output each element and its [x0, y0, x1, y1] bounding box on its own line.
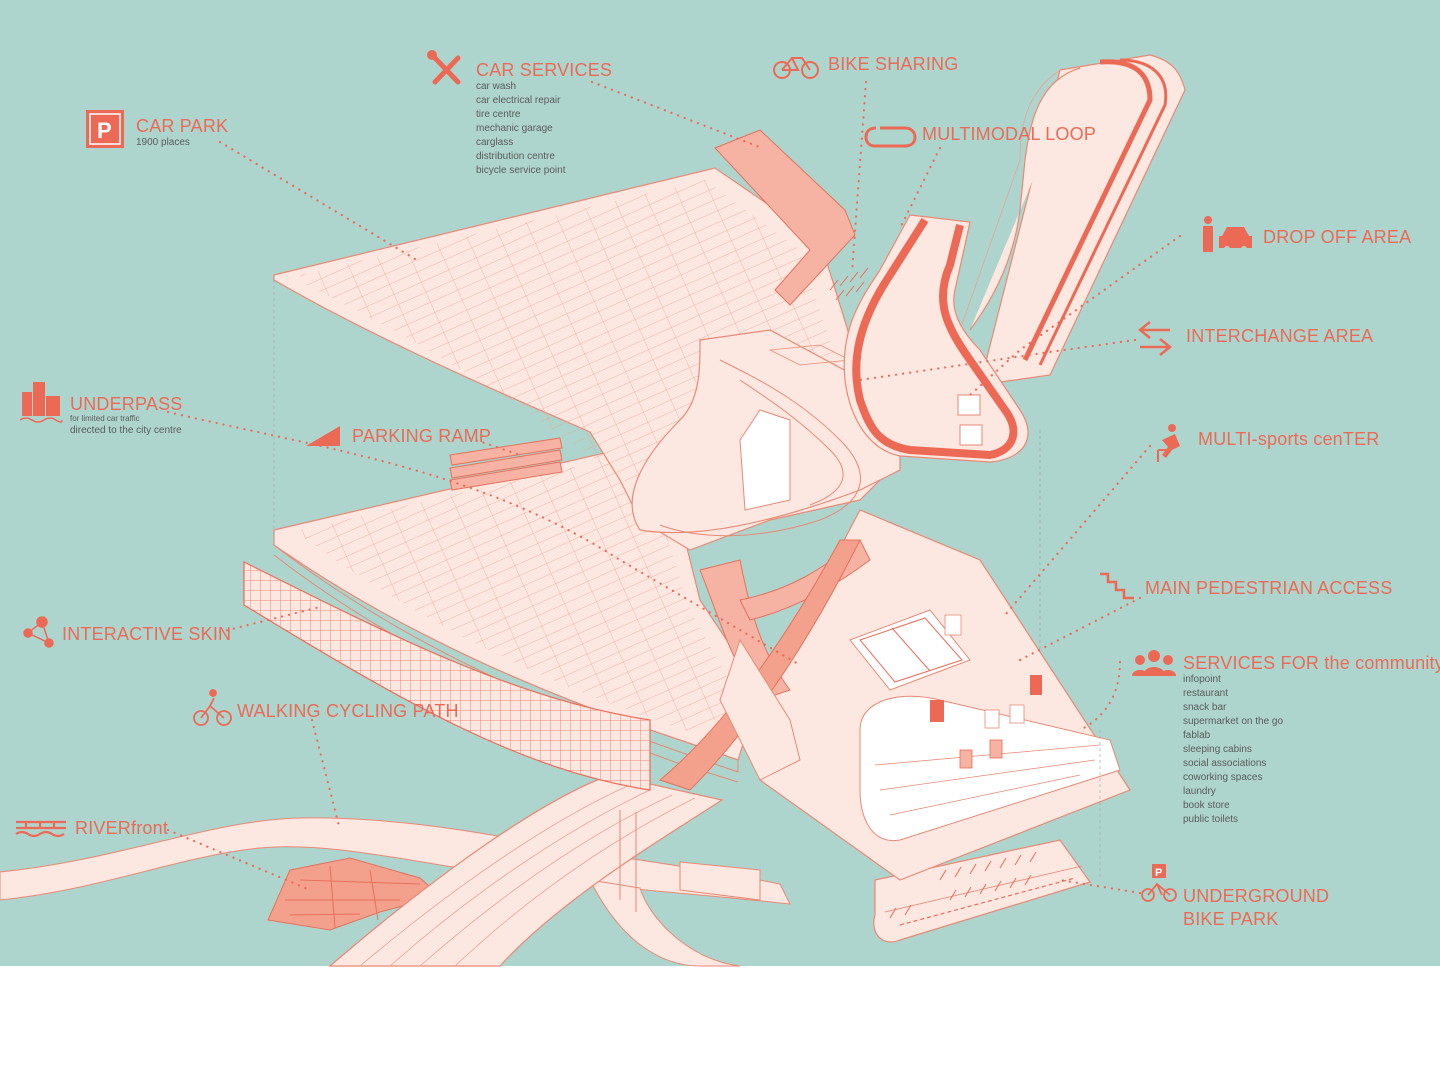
services-community-title: SERVICES FOR the community [1183, 653, 1440, 673]
bike-parking-icon: P [1141, 864, 1177, 902]
underpass-sub2: directed to the city centre [70, 425, 182, 436]
svg-text:P: P [1155, 867, 1162, 879]
label-services-community: SERVICES FOR the community infopoint res… [1183, 653, 1440, 827]
lower-bridge [679, 861, 761, 901]
bicycle-icon [773, 57, 819, 79]
people-group-icon [1132, 650, 1176, 676]
loop-arrows-icon [864, 126, 917, 148]
label-car-park: CAR PARK 1900 places [136, 116, 228, 150]
multimodal-loop-title: MULTIMODAL LOOP [922, 124, 1097, 144]
interchange-title: INTERCHANGE AREA [1186, 326, 1374, 346]
car-services-item: distribution centre [476, 151, 555, 162]
drop-off-box-2 [959, 424, 983, 446]
services-item: restaurant [1183, 688, 1229, 699]
label-car-services: CAR SERVICES car wash car electrical rep… [476, 60, 612, 178]
label-riverfront: RIVERfront [75, 818, 168, 838]
leader-multisports [1003, 444, 1152, 617]
interactive-skin-title: INTERACTIVE SKIN [62, 624, 232, 644]
leader-interactive-skin [218, 605, 322, 634]
car-services-item: tire centre [476, 109, 521, 120]
city-buildings-icon [19, 382, 63, 423]
community-platform [759, 509, 1131, 881]
label-walking-cycling: WALKING CYCLING PATH [237, 701, 459, 721]
ramp-triangle-icon [306, 426, 340, 446]
interactive-skin-facade [243, 561, 651, 791]
services-item: public toilets [1183, 814, 1239, 825]
leader-underpass [166, 410, 802, 667]
car-services-item: carglass [476, 137, 514, 148]
label-bike-sharing: BIKE SHARING [828, 54, 958, 74]
car-services-item: bicycle service point [476, 165, 566, 176]
waves-bridge-icon [15, 820, 66, 838]
network-nodes-icon [23, 616, 54, 648]
underpass-sub1: for limited car traffic [70, 414, 140, 423]
label-parking-ramp: PARKING RAMP [352, 426, 491, 446]
underground-bike-title2: BIKE PARK [1183, 909, 1279, 929]
services-item: coworking spaces [1183, 772, 1263, 783]
bike-sharing-rows [829, 267, 869, 301]
parking-ramp-element [449, 437, 563, 491]
services-item: book store [1183, 800, 1230, 811]
label-pedestrian: MAIN PEDESTRIAN ACCESS [1145, 578, 1392, 598]
parking-sign-icon: P [86, 110, 124, 148]
drop-off-title: DROP OFF AREA [1263, 227, 1412, 247]
cyclist-icon [193, 689, 232, 726]
leader-riverfront [166, 828, 312, 892]
leader-interchange [858, 338, 1137, 382]
services-item: snack bar [1183, 702, 1227, 713]
central-interchange [631, 329, 901, 537]
leader-walking [310, 718, 342, 832]
hurdle-runner-icon [1157, 424, 1180, 462]
leader-drop-off [968, 234, 1182, 397]
car-services-title: CAR SERVICES [476, 60, 613, 80]
label-interactive-skin: INTERACTIVE SKIN [62, 624, 231, 644]
services-item: infopoint [1183, 674, 1221, 685]
label-underpass: UNDERPASS for limited car traffic direct… [70, 394, 183, 438]
wrench-screwdriver-icon [427, 50, 461, 85]
leader-pedestrian [1018, 596, 1142, 662]
car-services-building [714, 129, 856, 306]
descending-ramps [658, 539, 871, 791]
label-multimodal-loop: MULTIMODAL LOOP [922, 124, 1096, 144]
services-item: laundry [1183, 786, 1216, 797]
label-underground-bike: UNDERGROUND BIKE PARK [1183, 886, 1329, 929]
leader-lines [166, 80, 1182, 895]
multimodal-loop-road [843, 214, 1029, 463]
bike-sharing-title: BIKE SHARING [828, 54, 959, 74]
person-car-icon [1203, 216, 1252, 252]
svg-text:P: P [97, 118, 112, 143]
vertical-guides [273, 280, 1101, 880]
lower-curve-path [589, 879, 741, 967]
services-item: social associations [1183, 758, 1267, 769]
label-multisports: MULTI-sports cenTER [1198, 429, 1380, 449]
underground-bike-title1: UNDERGROUND [1183, 886, 1330, 906]
walking-cycling-title: WALKING CYCLING PATH [237, 701, 459, 721]
bike-park-racks [889, 851, 1037, 919]
leader-multimodal [898, 146, 942, 230]
leader-bike-park [1058, 878, 1142, 895]
car-services-item: car wash [476, 81, 517, 92]
services-item: sleeping cabins [1183, 744, 1252, 755]
riverfront-title: RIVERfront [75, 818, 169, 838]
drop-off-box-1 [957, 394, 981, 416]
bottom-band [0, 966, 1440, 1080]
swap-arrows-icon [1137, 321, 1173, 356]
stairs-icon [1100, 572, 1134, 600]
elevated-highway [959, 54, 1186, 386]
pedestrian-title: MAIN PEDESTRIAN ACCESS [1145, 578, 1393, 598]
label-interchange: INTERCHANGE AREA [1186, 326, 1373, 346]
car-services-item: mechanic garage [476, 123, 553, 134]
services-item: fablab [1183, 730, 1211, 741]
underpass-title: UNDERPASS [70, 394, 183, 414]
label-drop-off: DROP OFF AREA [1263, 227, 1411, 247]
services-item: supermarket on the go [1183, 716, 1284, 727]
car-services-item: car electrical repair [476, 95, 561, 106]
parking-ramp-title: PARKING RAMP [352, 426, 492, 446]
multisports-title: MULTI-sports cenTER [1198, 429, 1380, 449]
car-park-title: CAR PARK [136, 116, 229, 136]
car-park-sub: 1900 places [136, 137, 190, 148]
sports-court [859, 617, 963, 683]
